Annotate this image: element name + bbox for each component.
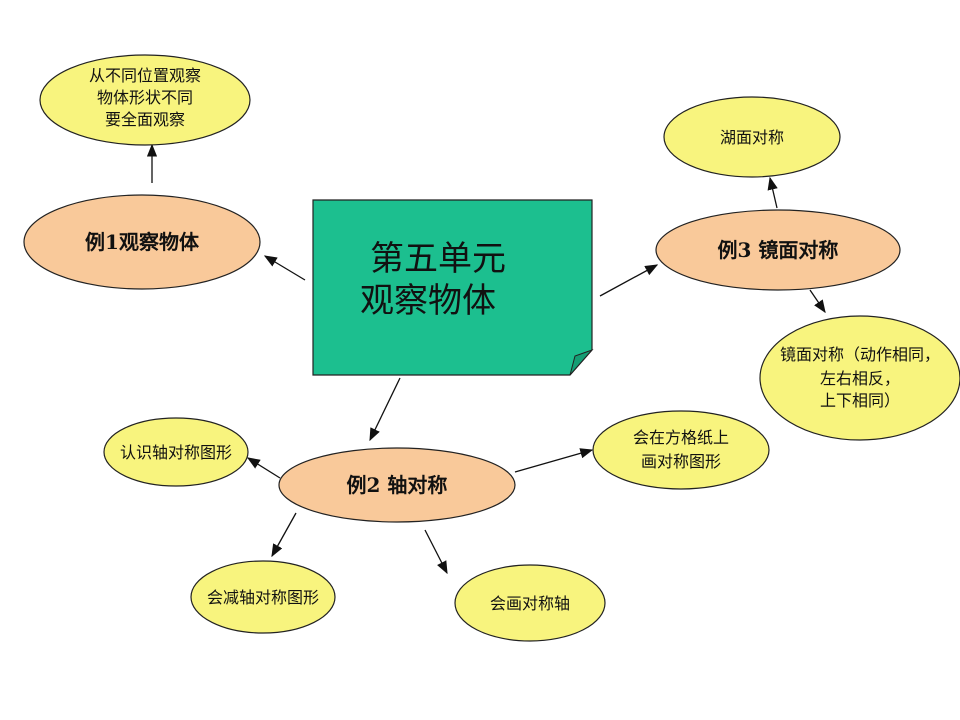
node-draw-on-grid: 会在方格纸上 画对称图形	[592, 410, 770, 490]
svg-text:会画对称轴: 会画对称轴	[490, 594, 570, 613]
node-example2: 例2 轴对称	[278, 447, 516, 523]
svg-text:例2 轴对称: 例2 轴对称	[347, 473, 448, 497]
arrow	[271, 512, 297, 558]
node-example3: 例3 镜面对称	[655, 209, 901, 291]
svg-text:认识轴对称图形: 认识轴对称图形	[120, 443, 232, 462]
node-example1-leaf: 从不同位置观察 物体形状不同 要全面观察	[39, 54, 251, 146]
svg-text:物体形状不同: 物体形状不同	[97, 88, 193, 107]
arrow	[369, 377, 401, 442]
svg-text:镜面对称（动作相同，: 镜面对称（动作相同，	[780, 345, 940, 364]
center-topic: 第五单元 观察物体	[312, 199, 594, 376]
svg-text:左右相反，: 左右相反，	[820, 369, 900, 388]
arrow	[809, 289, 826, 314]
svg-text:会在方格纸上: 会在方格纸上	[633, 428, 729, 447]
svg-text:从不同位置观察: 从不同位置观察	[89, 66, 201, 85]
arrow	[246, 457, 281, 479]
node-lake-symmetry: 湖面对称	[663, 96, 841, 178]
svg-text:会减轴对称图形: 会减轴对称图形	[207, 588, 319, 607]
arrow	[767, 176, 778, 209]
arrow	[424, 529, 448, 575]
node-example1: 例1观察物体	[23, 194, 261, 290]
svg-text:要全面观察: 要全面观察	[105, 110, 185, 129]
center-title-line1: 第五单元	[370, 239, 506, 279]
arrow	[263, 255, 306, 281]
center-title-line2: 观察物体	[360, 281, 496, 321]
svg-text:画对称图形: 画对称图形	[641, 452, 721, 471]
arrow	[514, 448, 594, 473]
node-reduce-axis-symmetry: 会减轴对称图形	[190, 560, 336, 634]
arrow	[599, 264, 659, 297]
svg-text:湖面对称: 湖面对称	[720, 128, 784, 147]
node-mirror-symmetry: 镜面对称（动作相同， 左右相反， 上下相同）	[759, 315, 960, 441]
node-recognize-axis-symmetry: 认识轴对称图形	[103, 417, 249, 487]
connectors	[146, 143, 826, 575]
svg-text:例1观察物体: 例1观察物体	[85, 230, 200, 254]
svg-text:上下相同）: 上下相同）	[820, 391, 900, 410]
svg-text:例3 镜面对称: 例3 镜面对称	[718, 238, 839, 262]
node-draw-axis: 会画对称轴	[454, 564, 606, 642]
